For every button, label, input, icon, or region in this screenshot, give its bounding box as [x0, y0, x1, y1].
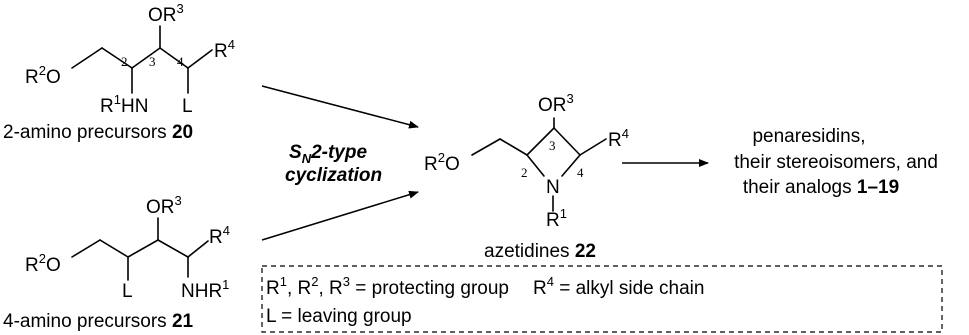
bond — [526, 127, 555, 156]
bond — [157, 239, 189, 258]
reaction-condition-label: SN2-type cyclization — [285, 142, 382, 186]
nhr1-label: NHR1 — [181, 277, 229, 302]
products-line-3: their analogs 1–19 — [743, 177, 899, 198]
leaving-group-label: L — [122, 281, 133, 302]
r4-label: R4 — [214, 37, 235, 62]
bond — [526, 154, 545, 177]
or3-label: OR3 — [148, 1, 184, 26]
position-2-label: 2 — [521, 165, 528, 180]
products-line-1: penaresidins, — [752, 126, 865, 147]
compound-20: OR3 R2O R4 R1HN L 2 3 4 2-amino precurso… — [3, 1, 235, 143]
legend-line-2: L = leaving group — [266, 306, 412, 327]
nh-label: R1HN — [100, 92, 148, 117]
sn2-label: SN2-type — [289, 142, 367, 166]
position-3-label: 3 — [549, 138, 556, 153]
bond — [131, 47, 161, 69]
r1-label: R1 — [546, 206, 567, 231]
bond — [71, 47, 103, 69]
r2o-label: R2O — [25, 251, 61, 276]
r4-label: R4 — [608, 126, 629, 151]
compound-20-caption: 2-amino precursors 20 — [3, 122, 193, 143]
r2o-label: R2O — [25, 63, 61, 88]
position-3-label: 3 — [149, 54, 156, 69]
bond — [499, 138, 528, 156]
bond — [99, 239, 129, 258]
arrow-from-20 — [261, 85, 419, 129]
bond — [579, 138, 607, 156]
bond — [553, 127, 581, 156]
compound-22-caption: azetidines 22 — [484, 241, 596, 262]
leaving-group-label: L — [182, 96, 193, 117]
bond — [71, 239, 101, 258]
reaction-arrows — [261, 85, 709, 241]
legend-border — [261, 265, 943, 333]
r4-label: R4 — [209, 223, 230, 248]
bond — [101, 47, 133, 69]
products-line-2: their stereoisomers, and — [734, 152, 938, 173]
compound-21-caption: 4-amino precursors 21 — [3, 311, 194, 332]
bond — [127, 239, 159, 258]
compound-22: OR3 R2O R4 N R1 2 3 4 azetidines 22 — [424, 91, 629, 262]
bond — [471, 138, 501, 156]
compound-21: OR3 R2O R4 L NHR1 4-amino precursors 21 — [3, 193, 230, 332]
bond — [561, 154, 581, 177]
bond — [187, 240, 209, 258]
position-2-label: 2 — [121, 54, 128, 69]
products-text: penaresidins, their stereoisomers, and t… — [734, 126, 938, 198]
bond — [159, 47, 189, 69]
position-4-label: 4 — [577, 165, 584, 180]
bond — [187, 49, 213, 69]
position-4-label: 4 — [177, 54, 184, 69]
r2o-label: R2O — [424, 150, 460, 175]
nitrogen-label: N — [546, 177, 560, 198]
or3-label: OR3 — [538, 91, 574, 116]
or3-label: OR3 — [146, 193, 182, 218]
cyclization-label: cyclization — [285, 165, 382, 186]
arrow-from-21 — [261, 190, 419, 241]
